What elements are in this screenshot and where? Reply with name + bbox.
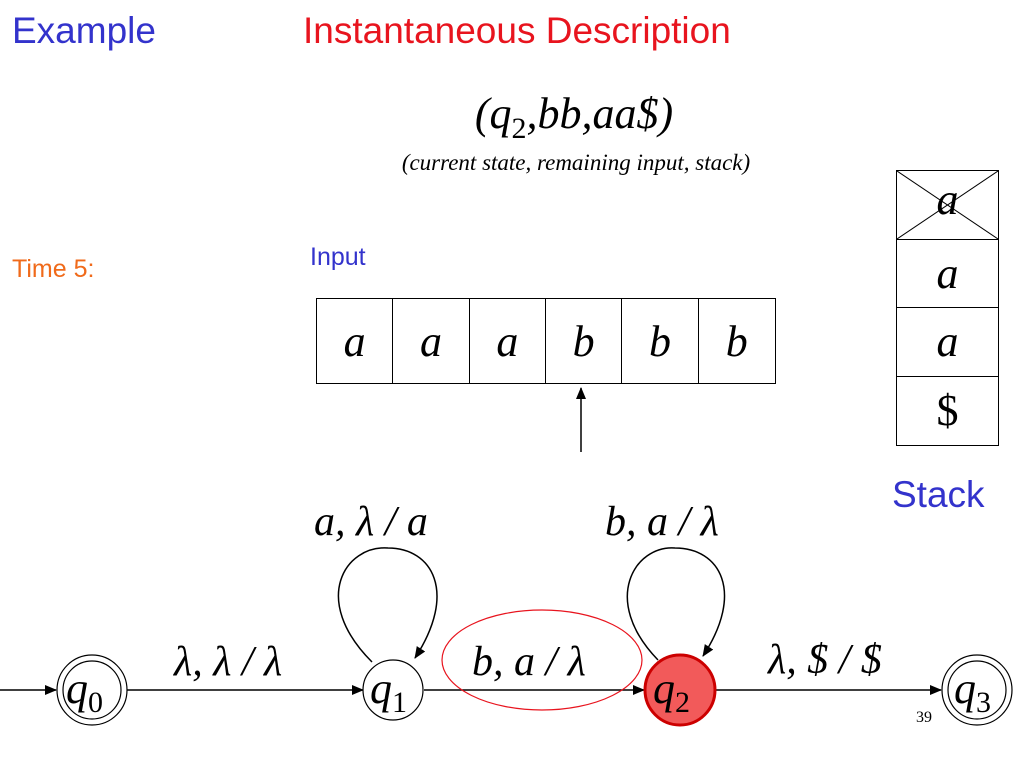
slide-number: 39 xyxy=(916,709,932,726)
self-loop-q1 xyxy=(337,547,438,663)
state-q0 xyxy=(56,654,128,726)
highlighted-transition-ellipse xyxy=(441,609,643,711)
state-label-q1: q1 xyxy=(370,664,407,719)
transition-label-q2-loop: b, a / λ xyxy=(605,499,719,545)
input-tape-cell: a xyxy=(470,299,546,383)
cross-out-mark xyxy=(897,171,998,239)
input-tape-cell: b xyxy=(546,299,623,383)
input-tape-cell: b xyxy=(725,316,748,366)
stack-cell: a xyxy=(897,308,998,377)
state-q3 xyxy=(941,654,1013,726)
state-label-q3: q3 xyxy=(954,664,991,719)
stack-symbol: a xyxy=(936,317,959,367)
tuple-open-paren: ( xyxy=(474,89,490,138)
slide-title-instantaneous-description: Instantaneous Description xyxy=(303,10,731,51)
tuple-state: q xyxy=(489,89,512,138)
stack-cell-crossed: a xyxy=(897,171,998,240)
transition-label-q1-q2: b, a / λ xyxy=(472,639,586,685)
state-q2-active xyxy=(643,653,717,727)
state-label-q2: q2 xyxy=(653,664,690,719)
stack-cell: $ xyxy=(897,377,998,446)
input-tape-cell: a xyxy=(317,299,394,383)
stack-symbol: $ xyxy=(936,386,959,436)
tuple-state-subscript: 2 xyxy=(511,112,527,145)
transition-label-q2-q3: λ, $ / $ xyxy=(766,637,882,683)
stack-label: Stack xyxy=(892,474,985,515)
self-loop-q2 xyxy=(626,547,726,661)
stack-symbol: a xyxy=(936,248,959,298)
transition-label-q1-loop: a, λ / a xyxy=(314,499,428,545)
input-tape: a a a b b b xyxy=(316,298,776,384)
transition-label-q0-q1: λ, λ / λ xyxy=(172,639,282,685)
tuple-caption: (current state, remaining input, stack) xyxy=(401,150,751,175)
stack: a a a $ xyxy=(896,170,999,446)
time-label: Time 5: xyxy=(12,255,95,283)
slide-title-example: Example xyxy=(12,10,156,51)
input-label: Input xyxy=(310,243,366,271)
tuple-rest: ,bb,aa$) xyxy=(526,89,674,138)
stack-cell: a xyxy=(897,240,998,308)
stack-symbol: a xyxy=(936,175,959,225)
input-tape-cell: b xyxy=(622,299,699,383)
state-q1 xyxy=(362,659,424,721)
instantaneous-description-tuple: (q2,bb,aa$) xyxy=(0,88,1024,146)
input-tape-cell: a xyxy=(393,299,470,383)
state-label-q0: q0 xyxy=(66,664,103,719)
